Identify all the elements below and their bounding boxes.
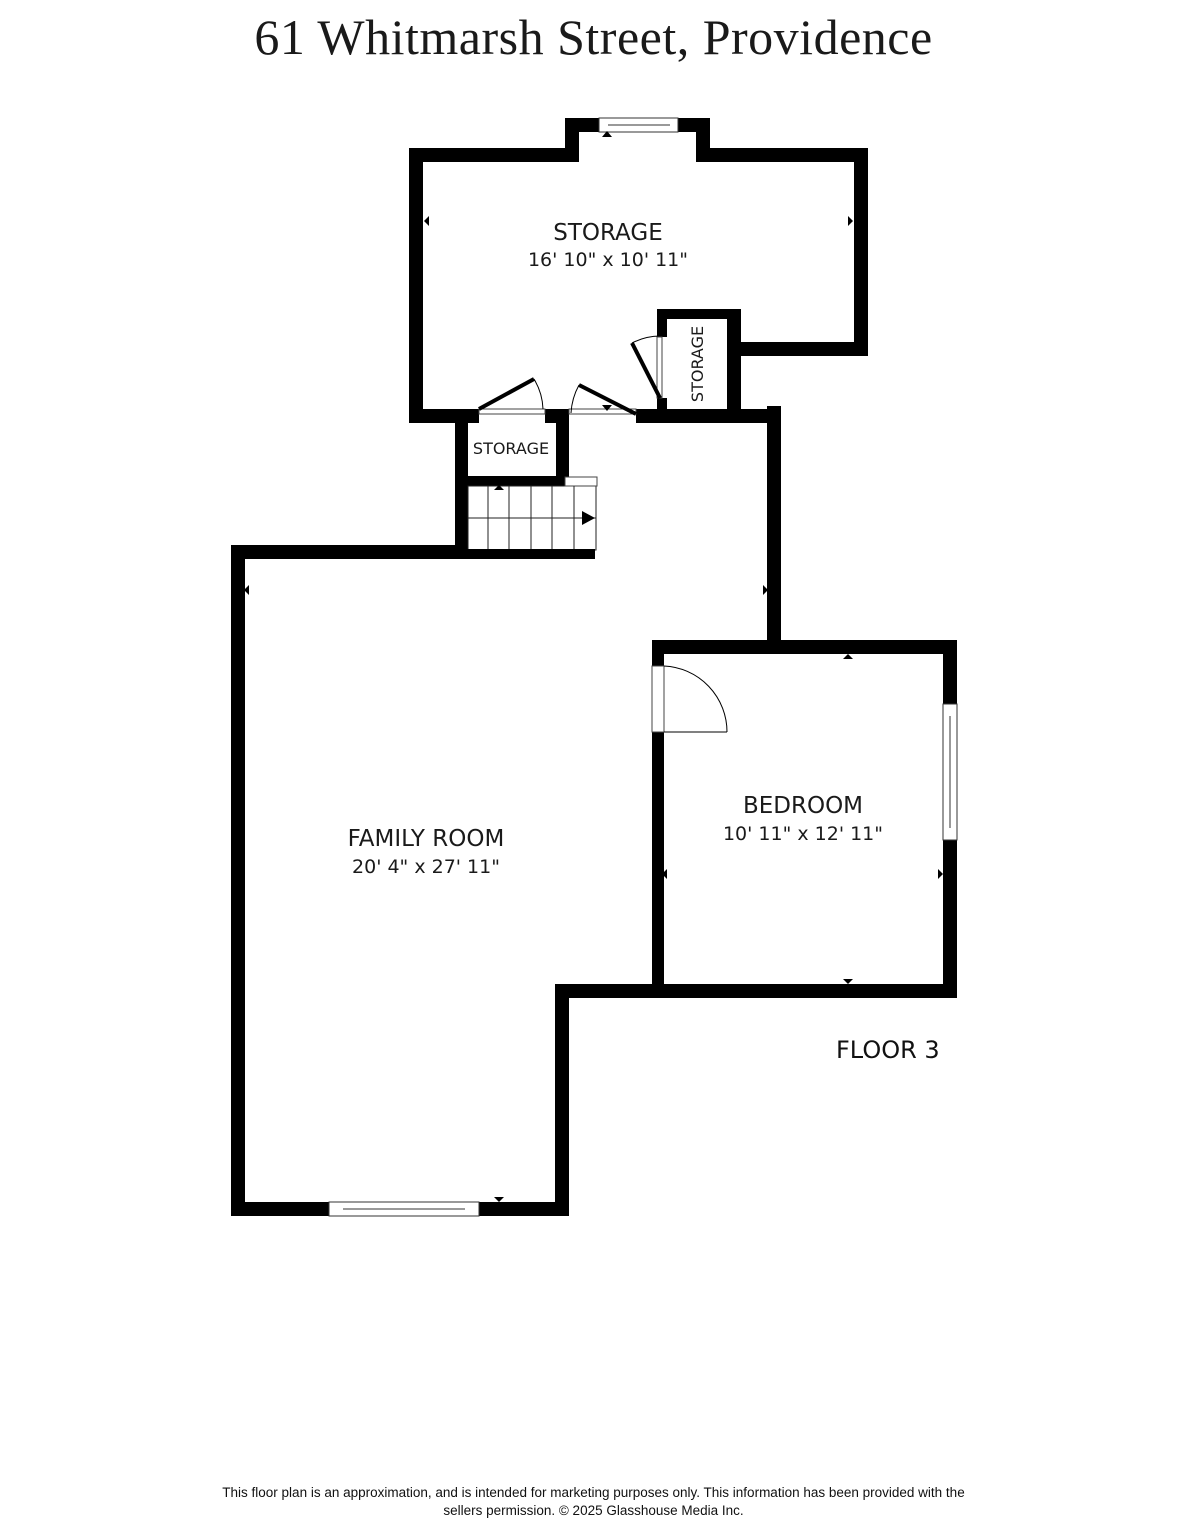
door-opening	[568, 408, 637, 415]
marker-icon	[602, 405, 612, 411]
wall	[409, 409, 479, 423]
door-swing	[631, 335, 661, 344]
wall	[455, 476, 569, 486]
door-leaf	[630, 342, 662, 399]
floor-label: FLOOR 3	[836, 1036, 940, 1064]
door-leaf	[578, 383, 637, 416]
room-name-storage: STORAGE	[553, 220, 663, 246]
disclaimer-line-1: This floor plan is an approximation, and…	[222, 1485, 965, 1500]
marker-icon	[763, 585, 768, 595]
wall	[555, 984, 957, 998]
room-name-family-room: FAMILY ROOM	[348, 826, 505, 852]
wall	[696, 148, 868, 162]
room-name-storage-closet-right: STORAGE	[688, 326, 707, 402]
wall	[231, 545, 245, 1216]
room-dims-bedroom: 10' 11" x 12' 11"	[723, 823, 883, 845]
wall	[231, 1202, 329, 1216]
stair-marker-icon	[494, 485, 504, 490]
wall	[943, 640, 957, 704]
door-opening	[478, 408, 546, 415]
door-opening	[651, 665, 665, 733]
wall	[479, 1202, 569, 1216]
wall	[455, 549, 595, 559]
room-name-bedroom: BEDROOM	[743, 793, 863, 819]
marker-icon	[424, 216, 429, 226]
room-dims-storage: 16' 10" x 10' 11"	[528, 249, 688, 271]
walls	[231, 118, 957, 1216]
wall	[657, 309, 737, 319]
door-swing	[533, 378, 544, 410]
wall	[652, 640, 664, 666]
wall	[657, 398, 667, 418]
stair-direction-arrow-icon	[582, 511, 595, 525]
doors	[478, 335, 728, 733]
marker-icon	[602, 131, 612, 137]
dimension-markers	[244, 131, 943, 1202]
room-dims-family-room: 20' 4" x 27' 11"	[352, 856, 500, 878]
stair-landing	[564, 476, 598, 487]
door-leaf	[478, 377, 535, 411]
wall	[652, 732, 664, 994]
disclaimer-footer: This floor plan is an approximation, and…	[0, 1484, 1187, 1520]
wall	[636, 409, 781, 423]
wall	[556, 409, 569, 486]
property-title: 61 Whitmarsh Street, Providence	[254, 9, 933, 65]
wall	[565, 118, 599, 132]
wall	[727, 309, 741, 419]
wall	[652, 640, 957, 654]
marker-icon	[843, 979, 853, 984]
wall	[409, 148, 579, 162]
marker-icon	[662, 869, 667, 879]
stairs	[455, 476, 598, 559]
wall	[657, 309, 667, 337]
wall	[943, 840, 957, 998]
wall	[767, 406, 781, 650]
door-swing	[570, 384, 580, 414]
door-swing	[663, 665, 728, 733]
wall	[734, 342, 868, 356]
marker-icon	[938, 869, 943, 879]
marker-icon	[494, 1197, 504, 1202]
marker-icon	[848, 216, 853, 226]
door-opening	[656, 336, 663, 399]
wall	[854, 148, 868, 356]
disclaimer-line-2: sellers permission. © 2025 Glasshouse Me…	[443, 1503, 744, 1518]
wall	[409, 148, 423, 423]
marker-icon	[244, 585, 249, 595]
wall	[555, 984, 569, 1216]
windows	[328, 117, 958, 1217]
marker-icon	[843, 654, 853, 659]
room-name-storage-closet-left: STORAGE	[473, 439, 549, 458]
